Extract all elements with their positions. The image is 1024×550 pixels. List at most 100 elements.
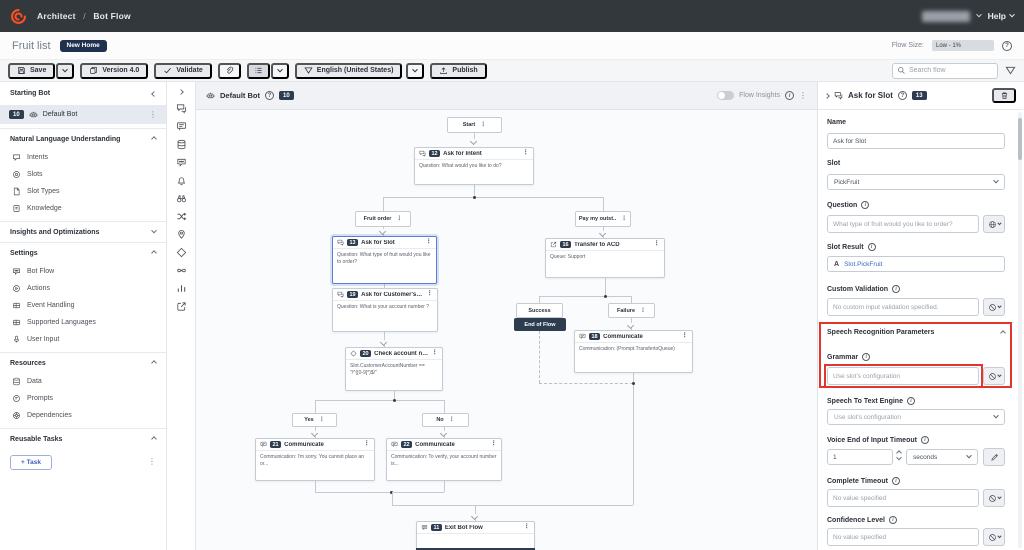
info-icon[interactable]: i — [892, 285, 901, 293]
custom-validation-mode-button[interactable] — [983, 298, 1005, 316]
language-dropdown-button[interactable] — [406, 62, 425, 79]
sidebar-item-default-bot[interactable]: 10 Default Bot ⋮ — [0, 105, 166, 124]
timeout-stepper[interactable] — [896, 450, 902, 461]
section-resources[interactable]: Resources — [0, 352, 166, 373]
info-icon[interactable]: i — [891, 477, 900, 485]
info-icon[interactable]: i — [906, 397, 915, 405]
sidebar-item-dependencies[interactable]: Dependencies — [0, 407, 166, 424]
decision-action-icon[interactable] — [176, 247, 187, 258]
loop-action-icon[interactable] — [176, 265, 187, 276]
collapse-panel-icon[interactable] — [824, 92, 830, 99]
save-dropdown-button[interactable] — [56, 62, 75, 79]
version-button[interactable]: Version 4.0 — [80, 62, 149, 79]
search-input[interactable] — [909, 67, 989, 74]
kebab-menu-icon[interactable]: ⋮ — [148, 457, 156, 466]
timeout-unit-select[interactable]: seconds — [906, 449, 978, 465]
view-dropdown-button[interactable] — [270, 62, 289, 79]
sidebar-item-prompts[interactable]: Prompts — [0, 390, 166, 407]
complete-timeout-mode-button[interactable] — [983, 489, 1005, 507]
kebab-menu-icon[interactable]: ⋮ — [363, 440, 371, 448]
transfer-action-icon[interactable] — [176, 301, 187, 312]
kebab-menu-icon[interactable]: ⋮ — [480, 122, 487, 128]
slot-select[interactable]: PickFruit — [827, 174, 1005, 190]
canvas-kebab-icon[interactable]: ⋮ — [799, 90, 807, 100]
user-menu-chevron-icon[interactable] — [975, 11, 982, 18]
section-nlu[interactable]: Natural Language Understanding — [0, 128, 166, 149]
timeout-edit-button[interactable] — [983, 448, 1005, 466]
location-pin-action-icon[interactable] — [176, 229, 187, 240]
question-input[interactable] — [827, 215, 979, 233]
sidebar-item-data[interactable]: Data — [0, 373, 166, 390]
stt-engine-select[interactable]: Use slot's configuration — [827, 409, 1005, 425]
user-menu-name[interactable] — [921, 10, 970, 22]
question-mode-button[interactable] — [983, 215, 1005, 233]
save-button[interactable]: Save — [8, 62, 56, 79]
branch-label-pay[interactable]: Pay my outst.. ⋮ — [575, 211, 631, 227]
kebab-menu-icon[interactable]: ⋮ — [522, 149, 530, 157]
sidebar-item-slots[interactable]: Slots — [0, 166, 166, 183]
panel-scrollbar-track[interactable] — [1018, 112, 1022, 548]
branch-label-fruit-order[interactable]: Fruit order ⋮ — [355, 211, 411, 227]
sidebar-item-knowledge[interactable]: Knowledge — [0, 200, 166, 217]
end-of-flow-node[interactable]: End of Flow — [514, 318, 566, 331]
add-task-button[interactable]: + Task — [10, 454, 52, 470]
kebab-menu-icon[interactable]: ⋮ — [425, 238, 433, 246]
kebab-menu-icon[interactable]: ⋮ — [426, 290, 434, 298]
branch-label-success[interactable]: Success — [516, 303, 563, 318]
sidebar-item-slot-types[interactable]: Slot Types — [0, 183, 166, 200]
delete-node-button[interactable] — [992, 88, 1016, 103]
info-icon[interactable]: i — [862, 353, 871, 361]
kebab-menu-icon[interactable]: ⋮ — [640, 307, 647, 314]
kebab-menu-icon[interactable]: ⋮ — [621, 216, 628, 222]
flow-insights-info-icon[interactable]: i — [785, 91, 794, 100]
branch-label-no[interactable]: No⋮ — [422, 413, 469, 427]
sidebar-item-actions[interactable]: Actions — [0, 280, 166, 297]
complete-timeout-input[interactable] — [827, 489, 979, 507]
panel-scrollbar-thumb[interactable] — [1018, 118, 1022, 160]
kebab-menu-icon[interactable]: ⋮ — [653, 240, 661, 248]
help-menu[interactable]: Help — [988, 11, 1015, 21]
kebab-menu-icon[interactable]: ⋮ — [681, 332, 689, 340]
grammar-mode-button[interactable] — [983, 367, 1005, 385]
link-button[interactable] — [217, 62, 241, 79]
sidebar-item-bot-flow[interactable]: Bot Flow — [0, 263, 166, 280]
language-button[interactable]: English (United States) — [294, 62, 403, 79]
sidebar-item-supported-languages[interactable]: Supported Languages — [0, 314, 166, 331]
sidebar-item-intents[interactable]: Intents — [0, 149, 166, 166]
section-settings[interactable]: Settings — [0, 242, 166, 263]
grammar-input[interactable] — [827, 367, 979, 385]
branch-label-failure[interactable]: Failure⋮ — [608, 303, 655, 318]
flow-size-help-icon[interactable]: ? — [1002, 40, 1012, 51]
tab-help-icon[interactable]: ? — [265, 91, 274, 100]
expand-strip-icon[interactable] — [178, 89, 184, 95]
validate-button[interactable]: Validate — [154, 62, 212, 79]
timeout-value-input[interactable] — [827, 449, 893, 465]
sidebar-item-user-input[interactable]: User Input — [0, 331, 166, 348]
info-icon[interactable]: i — [867, 243, 876, 251]
section-insights[interactable]: Insights and Optimizations — [0, 221, 166, 242]
flow-insights-toggle[interactable] — [717, 91, 735, 100]
collapse-sidebar-icon[interactable] — [151, 90, 157, 97]
info-icon[interactable]: i — [888, 516, 897, 524]
flow-node-start[interactable]: Start ⋮ — [447, 117, 502, 133]
name-input[interactable] — [827, 133, 1005, 149]
kebab-menu-icon[interactable]: ⋮ — [448, 417, 455, 423]
kebab-menu-icon[interactable]: ⋮ — [431, 349, 439, 357]
kebab-menu-icon[interactable]: ⋮ — [490, 440, 498, 448]
sidebar-item-event-handling[interactable]: Event Handling — [0, 297, 166, 314]
step-down-icon[interactable] — [896, 454, 902, 461]
breadcrumb-app[interactable]: Architect — [37, 11, 76, 21]
info-icon[interactable]: i — [920, 436, 929, 444]
branch-label-yes[interactable]: Yes⋮ — [292, 413, 337, 427]
section-reusable-tasks[interactable]: Reusable Tasks — [0, 428, 166, 449]
bell-action-icon[interactable] — [176, 175, 187, 186]
communicate-action-icon[interactable] — [176, 121, 187, 132]
ask-action-icon[interactable] — [176, 103, 187, 114]
